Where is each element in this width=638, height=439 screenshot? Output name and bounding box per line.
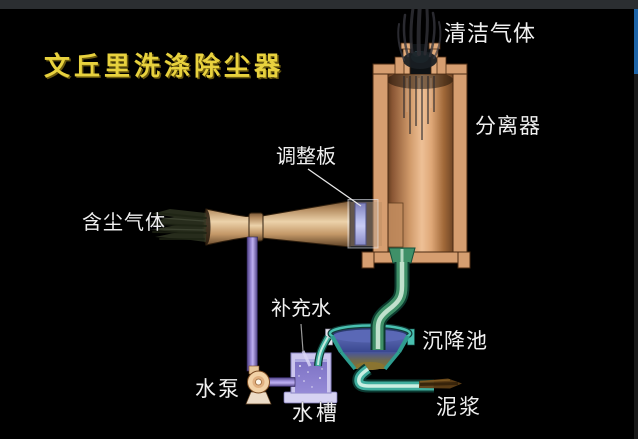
basin-wall-right	[397, 335, 410, 353]
label-separator: 分离器	[475, 114, 541, 138]
vessel-inner-highlights	[406, 78, 432, 120]
water-pump	[245, 365, 272, 405]
venturi-outlet-duct	[387, 202, 404, 248]
venturi-body	[203, 200, 351, 248]
basin-funnel	[341, 352, 399, 369]
overflow-pipe	[314, 335, 332, 367]
label-dusty-gas: 含尘气体	[82, 212, 166, 234]
vessel-bottom-plate	[361, 251, 471, 264]
scrollbar-track	[634, 9, 638, 439]
basin-wall-left	[330, 335, 343, 353]
neck-lip-right	[428, 42, 441, 50]
label-water-tank: 水槽	[292, 401, 340, 425]
basin-water-surface	[333, 329, 407, 343]
label-water-pump: 水泵	[195, 377, 241, 401]
dusty-gas-plume	[149, 209, 207, 242]
makeup-water-stream	[301, 350, 312, 367]
adjustment-housing-glass	[347, 199, 379, 249]
funnel-wall-left	[339, 350, 357, 371]
tank-water-surface	[295, 359, 327, 362]
top-tab-left	[394, 56, 405, 75]
label-adjustment-plate: 调整板	[276, 146, 336, 168]
label-clean-gas: 清洁气体	[444, 21, 537, 46]
settling-basin	[325, 323, 434, 393]
diagram-title: 文丘里洗涤除尘器	[44, 52, 285, 81]
bottom-flange-left	[361, 251, 375, 269]
pump-outlet-pipe	[265, 377, 296, 387]
adjustment-plate	[354, 202, 367, 246]
label-makeup-water: 补充水	[271, 298, 331, 320]
funnel-wall-right	[383, 350, 401, 371]
water-tank	[283, 350, 338, 404]
vessel-right-wall	[452, 63, 468, 255]
scrollbar-thumb[interactable]	[634, 9, 638, 74]
bottom-flange-right	[457, 251, 471, 269]
pump-base	[245, 391, 272, 405]
window-topbar	[0, 0, 638, 9]
makeup-water-pointer-line	[300, 323, 304, 352]
top-tab-right	[436, 56, 447, 75]
label-settling-basin: 沉降池	[422, 329, 488, 353]
slurry-plume	[419, 378, 462, 389]
pump-eye	[255, 378, 262, 386]
water-riser-pipe	[246, 236, 258, 372]
label-slurry: 泥浆	[436, 395, 482, 419]
tank-water	[295, 359, 327, 393]
vessel-inner-streaks	[403, 76, 435, 140]
drain-pipe	[370, 247, 416, 350]
slurry-outlet-pipe	[352, 363, 434, 393]
clean-gas-plume	[397, 1, 442, 69]
adjustment-plate-pointer-line	[307, 168, 362, 207]
venturi-tube	[202, 199, 382, 249]
